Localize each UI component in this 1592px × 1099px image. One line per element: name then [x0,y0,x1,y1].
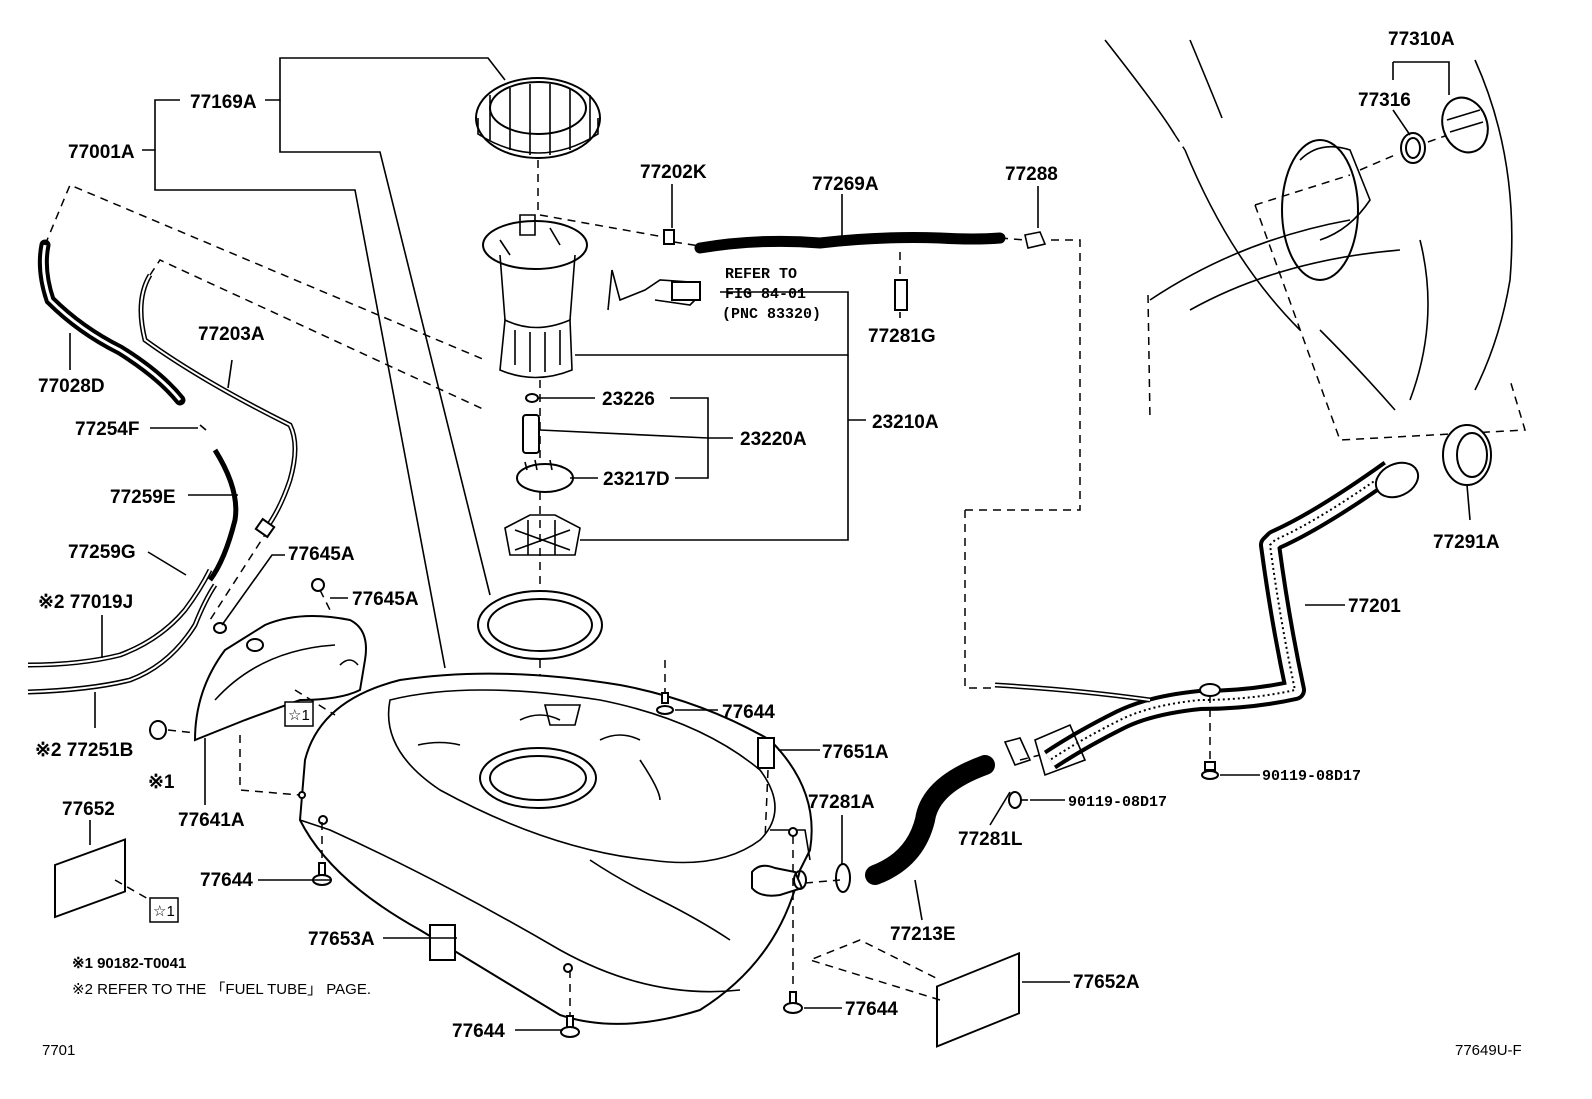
label-refer-to: REFER TO [725,266,797,283]
label-77281A: 77281A [808,792,875,813]
footnote-1: ※1 90182-T0041 [72,955,186,972]
label-77201: 77201 [1348,596,1401,617]
label-77288: 77288 [1005,164,1058,185]
fuel-tank [298,672,813,1025]
label-mark1: ※1 [148,772,175,793]
label-refer-pnc: (PNC 83320) [722,306,821,323]
label-77259G: 77259G [68,542,136,563]
bolts [149,660,1219,1038]
filler-seal-77291A [1442,424,1492,521]
bolt-77644-d [783,836,803,1014]
footer-page-code: 7701 [42,1042,75,1059]
label-77644-3: 77644 [845,999,898,1020]
part-labels: 77001A 77169A 77202K 77269A 77288 77310A… [35,29,1500,1042]
page-footer: 7701 77649U-F [42,1042,1522,1059]
label-77019J: ※2 77019J [38,592,133,613]
label-23226: 23226 [602,389,655,410]
label-77254F: 77254F [75,419,139,440]
fuel-lines-left [27,184,486,695]
fuel-pump-assembly-23210A [482,214,702,379]
label-77213E: 77213E [890,924,956,945]
filler-pipe-77201 [964,239,1420,777]
vent-hose-77269A [539,214,1047,311]
lock-ring-77169A [475,77,601,210]
label-77310A: 77310A [1388,29,1455,50]
fuel-cap-77310A [1359,61,1489,171]
label-77281L: 77281L [958,829,1023,850]
footnotes: ※1 90182-T0041 ※2 REFER TO THE 「FUEL TUB… [72,955,371,998]
footer-figure-code: 77649U-F [1455,1042,1522,1059]
label-77644-4: 77644 [452,1021,505,1042]
pump-internals [477,393,603,660]
label-refer-fig: FIG 84-01 [725,286,806,303]
footnote-2: ※2 REFER TO THE 「FUEL TUBE」 PAGE. [72,981,371,998]
label-90119-1: 90119-08D17 [1262,768,1361,785]
label-77169A: 77169A [190,92,257,113]
star-box-1: ☆1 [284,701,314,727]
nut-mark1 [149,720,196,740]
label-77641A: 77641A [178,810,245,831]
label-77202K: 77202K [640,162,707,183]
heat-protector-77641A [193,615,367,796]
label-77001A: 77001A [68,142,135,163]
star-box-2: ☆1 [149,897,179,923]
label-77203A: 77203A [198,324,265,345]
label-90119-2: 90119-08D17 [1068,794,1167,811]
label-77251B: ※2 77251B [35,740,133,761]
label-77281G: 77281G [868,326,936,347]
star-mark-1: ☆1 [288,707,310,724]
label-77644-2: 77644 [200,870,253,891]
label-77652A: 77652A [1073,972,1140,993]
label-77645A-1: 77645A [288,544,355,565]
label-77291A: 77291A [1433,532,1500,553]
label-77644-1: 77644 [722,702,775,723]
bolt-90119-a [1201,695,1219,780]
label-23220A: 23220A [740,429,807,450]
label-77645A-2: 77645A [352,589,419,610]
vehicle-body-outline [1104,39,1526,441]
label-77651A: 77651A [822,742,889,763]
label-77653A: 77653A [308,929,375,950]
bolt-77644-a [656,660,674,715]
stickers [54,737,1020,1048]
bolt-90119-b [1008,791,1028,809]
label-77316: 77316 [1358,90,1411,111]
label-23217D: 23217D [603,469,670,490]
label-77259E: 77259E [110,487,176,508]
star-mark-2: ☆1 [153,903,175,920]
label-23210A: 23210A [872,412,939,433]
label-77028D: 77028D [38,376,105,397]
leader-lines [69,57,1345,1031]
filler-hose-77213E [804,683,1221,893]
label-77652: 77652 [62,799,115,820]
bolt-77644-c [560,970,580,1038]
label-77269A: 77269A [812,174,879,195]
